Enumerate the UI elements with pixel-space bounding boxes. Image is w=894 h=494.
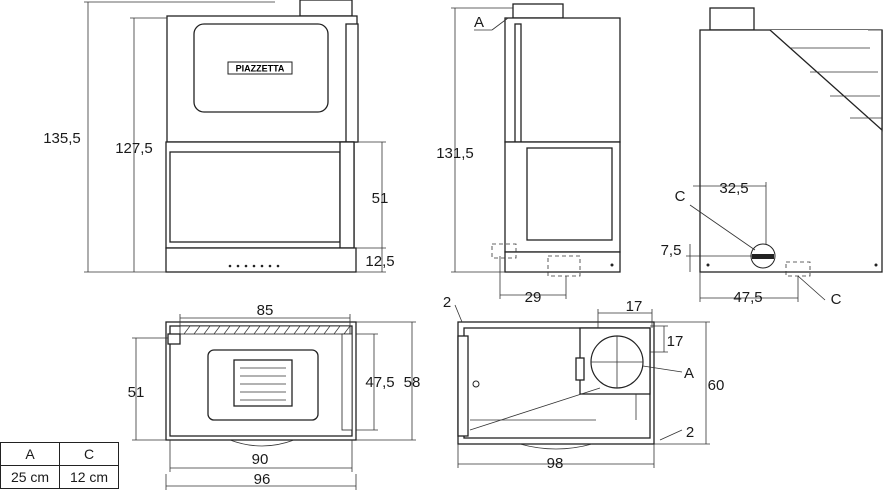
legend-value-row: 25 cm 12 cm bbox=[0, 465, 119, 489]
vent-dots bbox=[228, 264, 280, 268]
legend-value-a: 25 cm bbox=[0, 465, 60, 489]
size-legend-table: A C 25 cm 12 cm bbox=[0, 442, 119, 489]
dim-plan-width: 98 bbox=[547, 455, 564, 472]
dim-plan-offset-top: 2 bbox=[443, 294, 451, 311]
legend-value-c: 12 cm bbox=[59, 465, 119, 489]
legend-header-c: C bbox=[59, 442, 119, 466]
dim-top-inner-depth: 47,5 bbox=[365, 374, 394, 391]
dim-plan-duct-h: 17 bbox=[626, 298, 643, 315]
dim-body-height: 127,5 bbox=[115, 140, 153, 157]
brand-logo: PIAZZETTA bbox=[236, 64, 285, 74]
hatch-top bbox=[183, 325, 351, 335]
dim-total-height: 135,5 bbox=[43, 130, 81, 147]
dim-plan-duct-v: 17 bbox=[667, 333, 684, 350]
dim-rear-outlet-offset: 47,5 bbox=[733, 289, 762, 306]
rear-view: 32,5 C 7,5 47,5 C bbox=[661, 7, 883, 308]
label-c-rear: C bbox=[675, 188, 686, 205]
dim-top-depth: 51 bbox=[128, 384, 145, 401]
label-a-side: A bbox=[474, 14, 484, 31]
dim-plan-depth: 60 bbox=[708, 377, 725, 394]
dim-door-height: 51 bbox=[372, 190, 389, 207]
side-view: A 131,5 29 bbox=[436, 3, 621, 306]
dim-side-height: 131,5 bbox=[436, 145, 474, 162]
legend-header-row: A C bbox=[0, 442, 119, 466]
label-a-plan: A bbox=[684, 365, 694, 382]
dim-plan-offset-bottom: 2 bbox=[686, 424, 694, 441]
dim-top-outer-depth: 58 bbox=[404, 374, 421, 391]
dim-base-height: 12,5 bbox=[365, 253, 394, 270]
dim-side-outlet: 29 bbox=[525, 289, 542, 306]
dim-rear-outlet-height: 32,5 bbox=[719, 180, 748, 197]
legend-header-a: A bbox=[0, 442, 60, 466]
dim-width-90: 90 bbox=[252, 451, 269, 468]
dim-top-inner-width: 85 bbox=[257, 302, 274, 319]
label-c-bottom: C bbox=[831, 291, 842, 308]
dim-rear-outlet-bottom: 7,5 bbox=[661, 242, 682, 259]
front-view: PIAZZETTA 135,5 127,5 51 12,5 bbox=[43, 0, 395, 273]
dim-width-96: 96 bbox=[254, 471, 271, 488]
grate-slots bbox=[240, 367, 286, 401]
plan-view: 2 17 17 A 60 2 98 bbox=[443, 294, 725, 472]
top-view: 85 51 47,5 58 90 96 bbox=[128, 302, 421, 490]
